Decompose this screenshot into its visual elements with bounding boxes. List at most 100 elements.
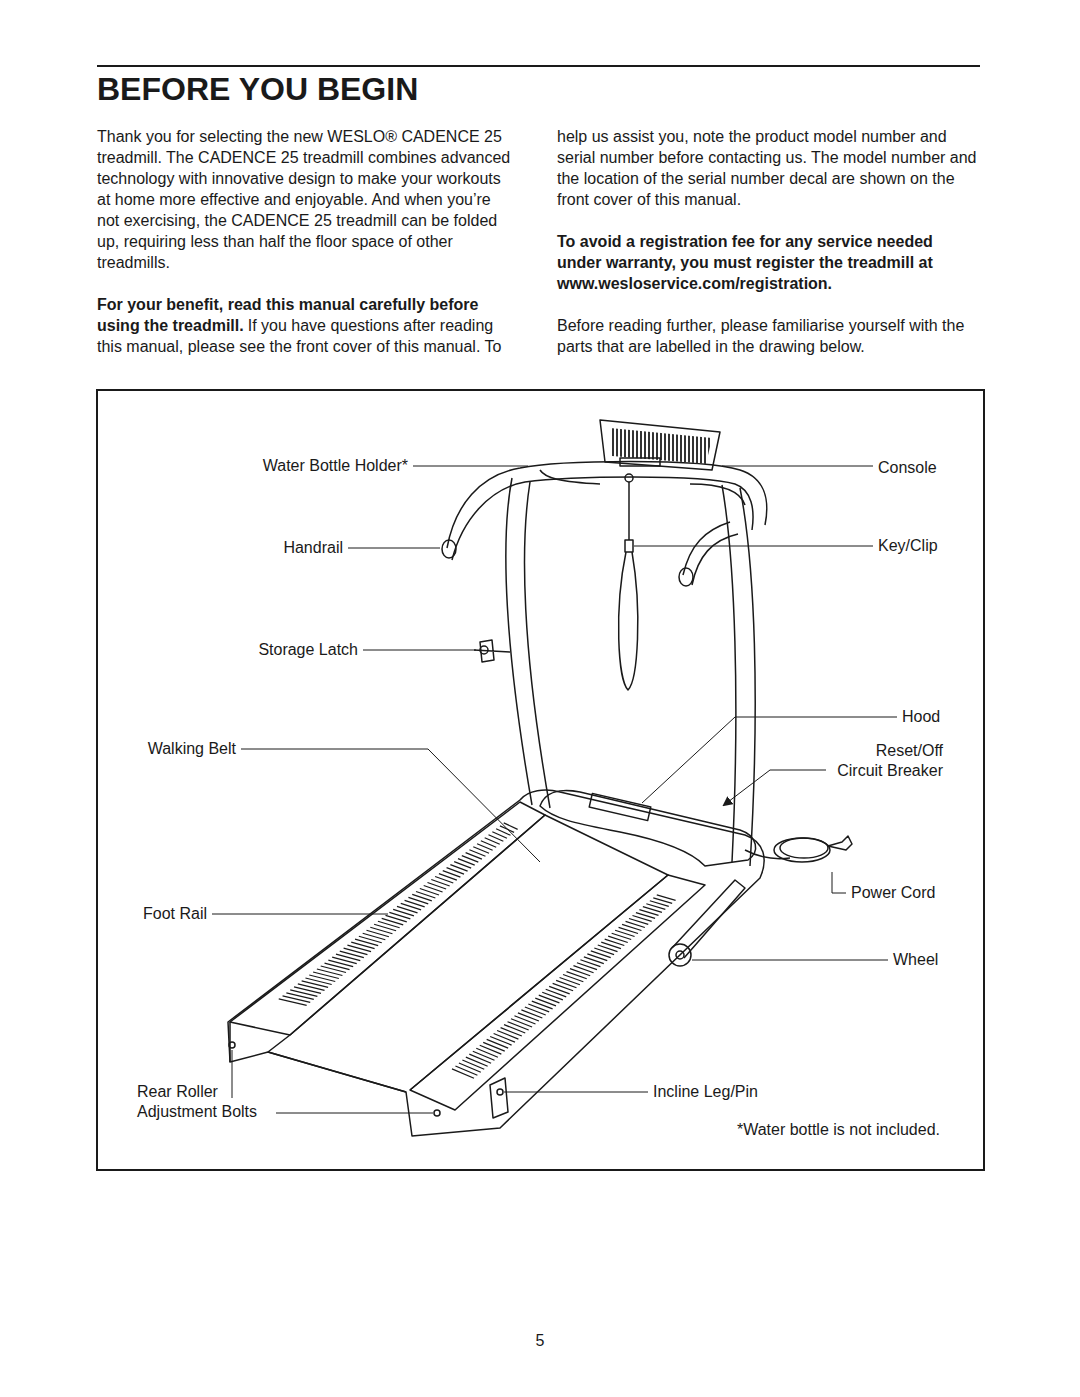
part-label: Console <box>878 458 937 478</box>
wheel <box>669 944 691 966</box>
leader-line <box>241 749 540 862</box>
part-label: Handrail <box>283 538 343 558</box>
rail-slat <box>469 1054 491 1063</box>
diagram-frame <box>97 390 984 1170</box>
rail-slat <box>657 895 676 900</box>
rail-slat <box>452 1069 474 1078</box>
left-foot-rail <box>230 802 545 1035</box>
console-display <box>620 458 660 466</box>
storage-latch <box>474 640 510 662</box>
rail-slat <box>577 963 597 970</box>
adjustment-bolt <box>229 1042 235 1048</box>
console-frame <box>447 462 767 549</box>
incline-pin <box>497 1089 503 1095</box>
rail-slat <box>535 998 556 1006</box>
part-label: Walking Belt <box>148 739 236 759</box>
storage-latch-knob <box>480 646 488 654</box>
key <box>625 474 633 482</box>
rail-slat <box>580 960 600 967</box>
rail-slat <box>294 987 321 994</box>
rail-slat <box>476 1048 498 1057</box>
leader-line <box>348 548 440 549</box>
power-cord <box>745 850 790 859</box>
leader-line <box>363 650 476 651</box>
bottle-holder <box>540 470 745 505</box>
rail-slat <box>321 966 346 973</box>
clip <box>625 540 633 552</box>
rail-slat <box>518 1013 539 1021</box>
part-label: Power Cord <box>851 883 935 903</box>
rail-slat <box>290 990 317 997</box>
power-plug <box>828 836 852 850</box>
treadmill <box>228 420 852 1136</box>
rail-slat <box>573 966 593 973</box>
rail-slat <box>511 1019 532 1027</box>
part-label: Wheel <box>893 950 938 970</box>
console-frame <box>452 477 753 560</box>
body-paragraph: Before reading further, please familiari… <box>557 315 977 357</box>
rail-slat <box>487 1039 508 1048</box>
rail-slat <box>455 1066 477 1075</box>
handrail-end <box>679 568 693 586</box>
rail-slat <box>504 1025 525 1033</box>
part-label: Reset/Off Circuit Breaker <box>831 741 943 781</box>
right-foot-rail <box>410 875 705 1110</box>
part-label: Foot Rail <box>143 904 207 924</box>
rail-slat <box>480 1045 502 1054</box>
part-label: Incline Leg/Pin <box>653 1082 758 1102</box>
leader-line <box>634 546 873 547</box>
part-label: Hood <box>902 707 940 727</box>
rail-slat <box>466 1057 488 1066</box>
rail-slat <box>317 969 343 976</box>
part-label: Water Bottle Holder* <box>263 456 408 476</box>
top-rule <box>97 65 980 67</box>
rail-slat <box>570 969 590 976</box>
left-upright <box>525 482 550 808</box>
leader-line <box>642 717 897 803</box>
part-label: Storage Latch <box>258 640 358 660</box>
footnote: *Water bottle is not included. <box>737 1120 940 1140</box>
rail-slat <box>483 1042 505 1051</box>
rail-slat <box>563 975 583 982</box>
rail-slat <box>309 975 335 982</box>
rail-slat <box>494 1034 515 1043</box>
rail-slat <box>501 1028 522 1036</box>
key-cord <box>628 482 630 540</box>
rear-end-cap <box>230 1022 290 1062</box>
incline-leg <box>490 1078 508 1118</box>
console-top <box>600 420 720 470</box>
rail-slat <box>560 977 580 984</box>
leader-line <box>832 872 846 893</box>
walking-belt-edge <box>290 815 668 1090</box>
leader-line <box>232 1050 233 1098</box>
hood <box>540 791 756 866</box>
leader-line <box>722 466 873 467</box>
page-title: BEFORE YOU BEGIN <box>97 72 418 106</box>
rail-slat <box>504 823 518 830</box>
rail-slat <box>302 981 328 988</box>
rail-slat <box>279 999 307 1006</box>
leader-line <box>504 1092 648 1093</box>
rear-roller <box>268 1052 406 1092</box>
rail-slat <box>305 978 331 985</box>
rail-slat <box>549 986 570 994</box>
clip-cord <box>619 552 638 690</box>
rail-slat <box>525 1007 546 1015</box>
rail-slat <box>567 972 587 979</box>
rail-slat <box>462 1060 484 1069</box>
body-paragraph: Thank you for selecting the new WESLO® C… <box>97 126 517 273</box>
leader-line <box>692 960 888 961</box>
handrail-end <box>442 540 456 558</box>
foot-rail-slats <box>279 823 676 1078</box>
leader-line <box>212 914 388 915</box>
wheel-hub <box>676 951 684 959</box>
rail-slat <box>514 1016 535 1024</box>
rail-slat <box>298 984 325 991</box>
rail-slat <box>497 1031 518 1040</box>
rail-slat <box>539 995 560 1003</box>
intro-text: Thank you for selecting the new WESLO® C… <box>97 126 977 368</box>
rail-slat <box>528 1004 549 1012</box>
hood-label <box>589 793 651 820</box>
bold-paragraph: To avoid a registration fee for any serv… <box>557 231 977 294</box>
